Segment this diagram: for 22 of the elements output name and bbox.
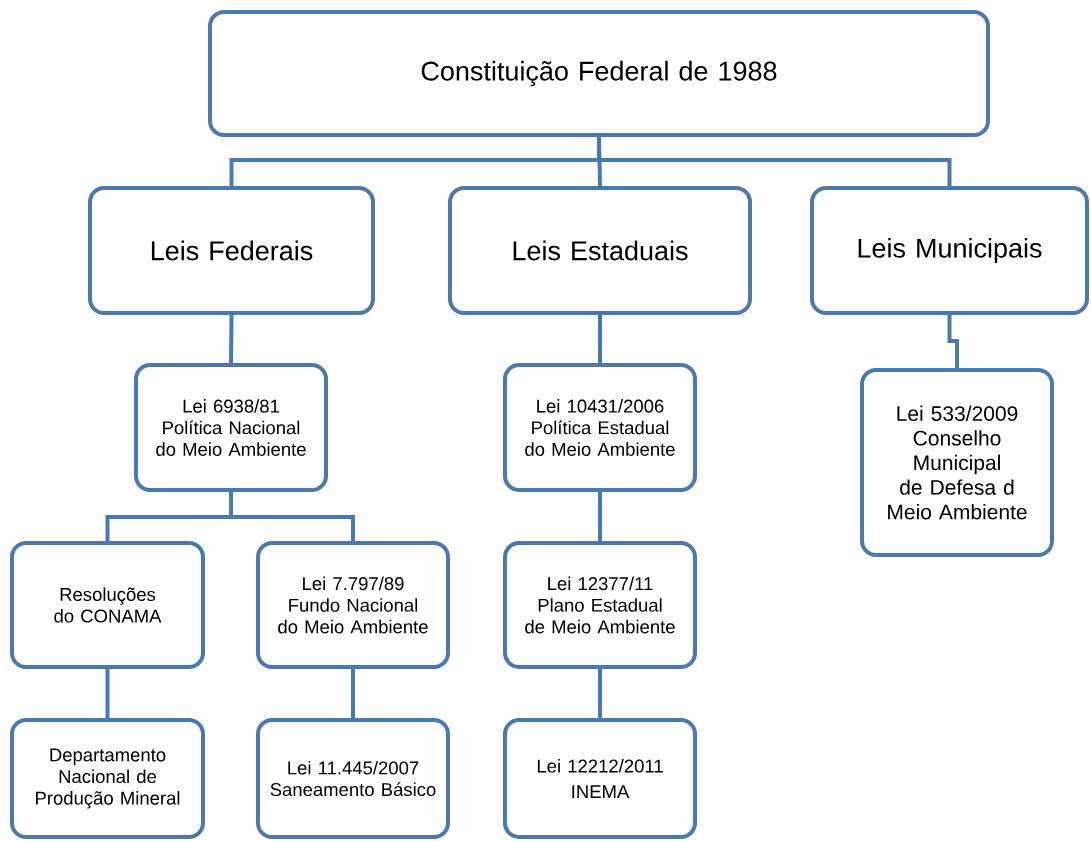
connector-line — [598, 315, 602, 363]
connector-line — [229, 492, 355, 541]
connector-line — [597, 137, 952, 186]
law-box: Lei 7.797/89 Fundo Nacional do Meio Ambiente — [256, 541, 450, 669]
law-box: Lei 533/2009 Conselho Municipal de Defesa d Meio Ambiente — [860, 368, 1054, 557]
connector-line — [598, 669, 602, 718]
category-box: Leis Estaduais — [448, 186, 752, 315]
title-box: Constituição Federal de 1988 — [208, 10, 990, 137]
law-box: Lei 12212/2011 INEMA — [503, 718, 697, 839]
connector-line — [105, 669, 110, 718]
connector-line — [229, 315, 234, 364]
law-box: Lei 10431/2006 Política Estadual do Meio Ambiente — [503, 363, 697, 492]
connector-line — [598, 492, 602, 541]
connector-line — [351, 669, 355, 718]
category-box: Leis Municipais — [810, 186, 1089, 315]
law-box: Resoluções do CONAMA — [10, 541, 205, 669]
connector-line — [947, 315, 959, 368]
law-box: Lei 12377/11 Plano Estadual de Meio Ambiente — [503, 541, 697, 669]
law-box: Lei 6938/81 Política Nacional do Meio Ambiente — [134, 363, 328, 492]
law-box: Lei 11.445/2007 Saneamento Básico — [256, 718, 450, 839]
law-box: Departamento Nacional de Produção Mineral — [10, 718, 205, 839]
category-box: Leis Federais — [88, 186, 375, 315]
